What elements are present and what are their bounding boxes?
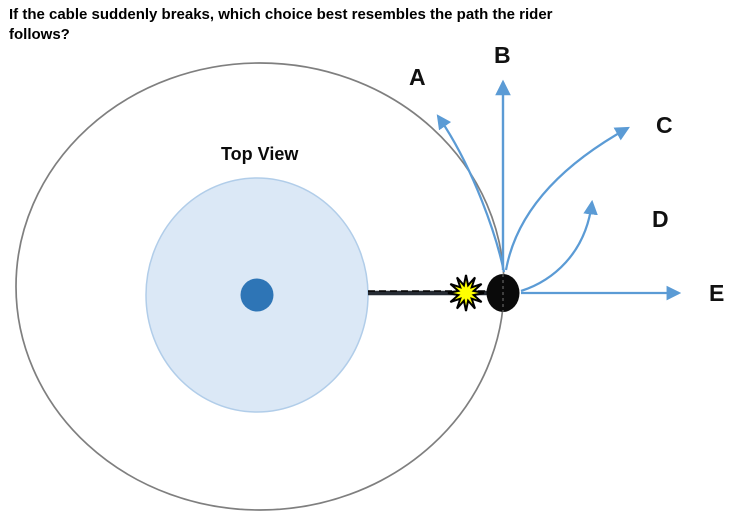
choice-label-b: B: [494, 42, 511, 68]
choice-label-e: E: [709, 280, 724, 306]
choice-arrow-c: [504, 126, 630, 271]
choice-arrow-d: [520, 199, 598, 293]
choice-label-c: C: [656, 112, 673, 138]
choice-arrow-a: [436, 114, 506, 273]
center-hub-dot: [240, 278, 274, 312]
question-text: If the cable suddenly breaks, which choi…: [9, 5, 649, 45]
choice-label-a: A: [409, 64, 426, 90]
question-line-2: follows?: [9, 26, 70, 43]
question-line-1: If the cable suddenly breaks, which choi…: [9, 6, 553, 23]
choice-label-d: D: [652, 206, 669, 232]
break-starburst-icon: [447, 274, 485, 312]
top-view-label: Top View: [221, 144, 299, 164]
